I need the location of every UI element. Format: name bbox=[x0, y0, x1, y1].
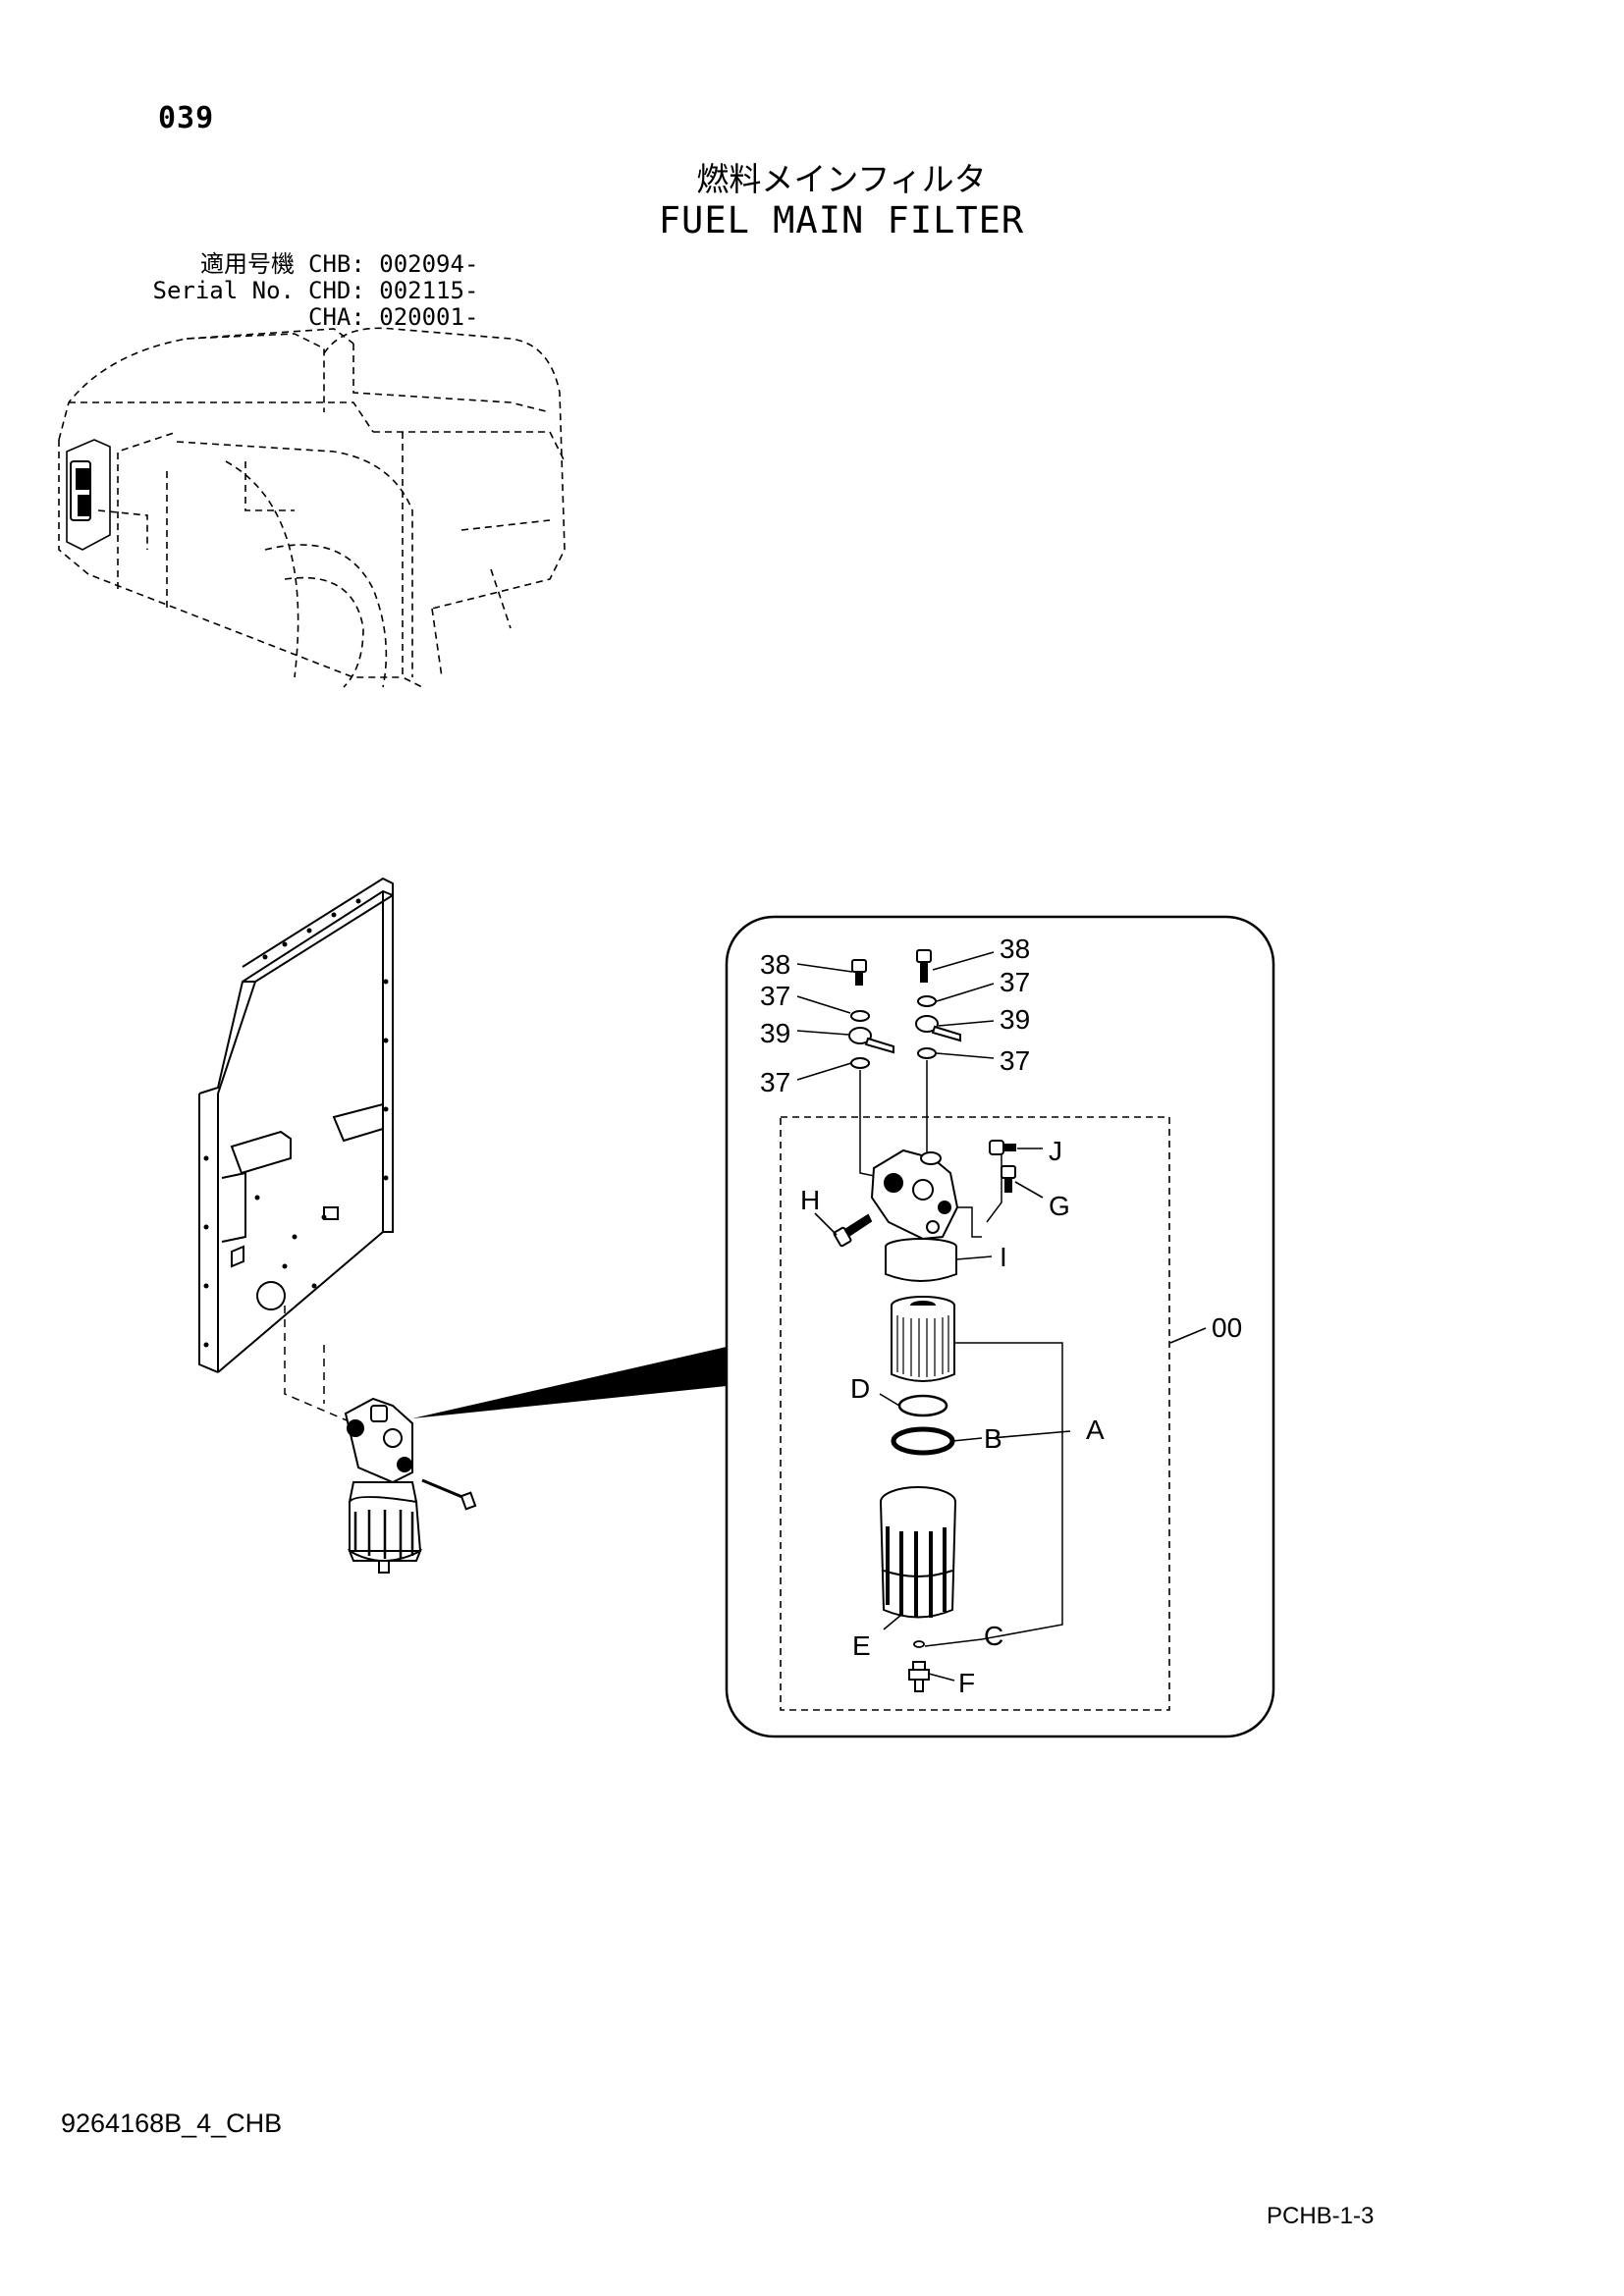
bolt-38-right bbox=[916, 949, 932, 983]
callout-37-b: 37 bbox=[1000, 967, 1030, 997]
oring-B bbox=[891, 1426, 955, 1456]
installed-filter bbox=[344, 1397, 477, 1574]
page-code: PCHB-1-3 bbox=[1267, 2203, 1375, 2229]
callout-J: J bbox=[1049, 1136, 1062, 1166]
callout-37-c: 37 bbox=[1000, 1045, 1030, 1076]
ring-C bbox=[913, 1640, 925, 1648]
filter-element bbox=[891, 1296, 955, 1382]
callout-D: D bbox=[850, 1373, 870, 1404]
machine-overview bbox=[58, 327, 566, 688]
banjo-39-right bbox=[915, 1015, 961, 1042]
collar-I bbox=[885, 1238, 957, 1282]
filter-head bbox=[870, 1148, 959, 1241]
callout-39-left: 39 bbox=[760, 1018, 790, 1048]
serial-entry-chd: CHD: 002115- bbox=[308, 277, 479, 304]
drawing-id: 9264168B_4_CHB bbox=[61, 2109, 283, 2138]
serial-label-jp: 適用号機 bbox=[200, 250, 295, 278]
leader-lines bbox=[796, 951, 1207, 1682]
bolt-J bbox=[989, 1140, 1016, 1155]
bolt-38-left bbox=[851, 959, 867, 986]
overview-filter-highlight bbox=[66, 439, 111, 551]
serial-entry-cha: CHA: 020001- bbox=[308, 303, 479, 331]
callout-38-right: 38 bbox=[1000, 934, 1030, 964]
bowl-E bbox=[880, 1486, 956, 1619]
title-english: FUEL MAIN FILTER bbox=[658, 199, 1025, 241]
oring-D bbox=[897, 1394, 948, 1417]
bolt-G bbox=[1001, 1165, 1016, 1193]
assembly-boundary bbox=[780, 1116, 1170, 1711]
callout-H: H bbox=[800, 1185, 820, 1215]
bolt-H bbox=[833, 1213, 873, 1248]
page-number: 039 bbox=[158, 101, 215, 135]
callout-37-d: 37 bbox=[760, 1067, 790, 1097]
callout-C: C bbox=[984, 1621, 1003, 1651]
callout-39-right: 39 bbox=[1000, 1004, 1030, 1035]
serial-label-en: Serial No. bbox=[152, 277, 296, 304]
frame-holes bbox=[203, 898, 389, 1348]
callout-B: B bbox=[984, 1423, 1002, 1454]
callout-I: I bbox=[1000, 1242, 1007, 1272]
callout-G: G bbox=[1049, 1191, 1070, 1221]
serial-entry-chb: CHB: 002094- bbox=[308, 250, 479, 278]
title-japanese: 燃料メインフィルタ bbox=[696, 160, 987, 198]
detail-leader-wedge bbox=[412, 1347, 727, 1418]
drain-plug-F bbox=[908, 1661, 930, 1692]
callout-00: 00 bbox=[1212, 1312, 1242, 1343]
callout-A: A bbox=[1086, 1415, 1105, 1445]
detail-frame bbox=[725, 915, 1275, 1738]
callout-37-a: 37 bbox=[760, 981, 790, 1011]
callout-38-left: 38 bbox=[760, 949, 790, 980]
frame-panel bbox=[198, 877, 394, 1373]
callout-E: E bbox=[852, 1630, 871, 1661]
washers-37 bbox=[850, 995, 937, 1069]
callout-F: F bbox=[958, 1668, 975, 1698]
banjo-39-left bbox=[848, 1027, 894, 1054]
callouts: 38 38 37 37 39 39 37 37 J G H I 00 D B A… bbox=[760, 934, 1242, 1698]
